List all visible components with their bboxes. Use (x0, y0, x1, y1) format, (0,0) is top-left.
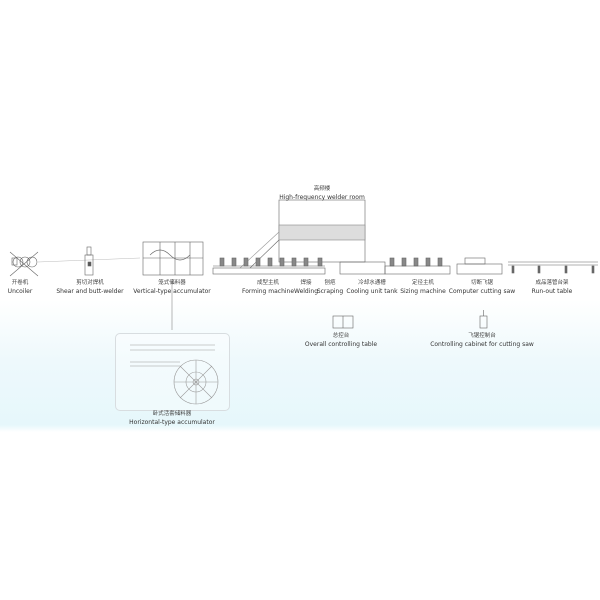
label-en: High-frequency welder room (279, 193, 365, 201)
roll-stand (231, 257, 237, 267)
label-en: Computer cutting saw (448, 287, 516, 295)
label-cn: 成品落管台架 (535, 280, 569, 286)
label-en: Vertical-type accumulator (133, 287, 211, 295)
roll-stand (255, 257, 261, 267)
roll-stand (401, 257, 407, 267)
roll-stand (389, 257, 395, 267)
label-cn: 卧式活套储料器 (152, 411, 192, 417)
sizing-machine-drawing (384, 265, 451, 275)
roll-stand (243, 257, 249, 267)
saw-control-cabinet-drawing (479, 310, 488, 329)
label-en: Controlling cabinet for cutting saw (430, 340, 534, 348)
label-en: Sizing machine (400, 287, 446, 295)
label-cn: 切断飞锯 (470, 280, 493, 286)
label-cn: 剪切对焊机 (76, 280, 104, 286)
roll-stand (303, 257, 309, 267)
roll-stand (267, 257, 273, 267)
cooling-tank-drawing (339, 261, 386, 275)
label-cn: 高频楼 (313, 186, 331, 192)
label-cn: 定径主机 (411, 280, 435, 286)
label-en: Shear and butt-welder (56, 287, 124, 295)
label-en: Overall controlling table (304, 340, 378, 348)
label-en: Forming machine (241, 287, 295, 295)
forming-machine-drawing (212, 265, 326, 275)
horizontal-accumulator-panel (115, 333, 230, 411)
cutting-saw-drawing (456, 257, 503, 275)
label-cn: 成型主机 (256, 280, 279, 286)
label-en: Scraping (316, 287, 344, 295)
roll-stand (437, 257, 443, 267)
roll-stand (279, 257, 285, 267)
label-cn: 冷却水通槽 (358, 280, 386, 286)
shear-butt-welder-drawing (84, 246, 94, 276)
label-cn: 焊接 (300, 280, 312, 286)
label-cn: 总控台 (332, 333, 350, 339)
label-en: Horizontal-type accumulator (129, 418, 215, 426)
roll-stand (291, 257, 297, 267)
roll-stand (425, 257, 431, 267)
label-cn: 飞锯控制台 (468, 333, 496, 339)
roll-stand (413, 257, 419, 267)
label-cn: 笼式储料器 (158, 280, 186, 286)
run-out-table-drawing (508, 261, 598, 274)
label-en: Cooling unit tank (346, 287, 398, 295)
label-cn: 开卷机 (11, 280, 29, 286)
label-welder-room: 高频楼 High-frequency welder room (279, 186, 365, 201)
roll-stand (219, 257, 225, 267)
horizontal-accumulator-drawing (130, 344, 219, 405)
roll-stand (317, 257, 323, 267)
label-en: Uncoiler (7, 287, 33, 295)
label-cn: 刨疤 (324, 280, 336, 286)
uncoiler-drawing (9, 251, 39, 277)
label-en: Welding (293, 287, 319, 295)
label-en: Run-out table (531, 287, 573, 295)
vertical-accumulator-drawing (142, 241, 204, 276)
overall-control-table-drawing (332, 315, 354, 329)
